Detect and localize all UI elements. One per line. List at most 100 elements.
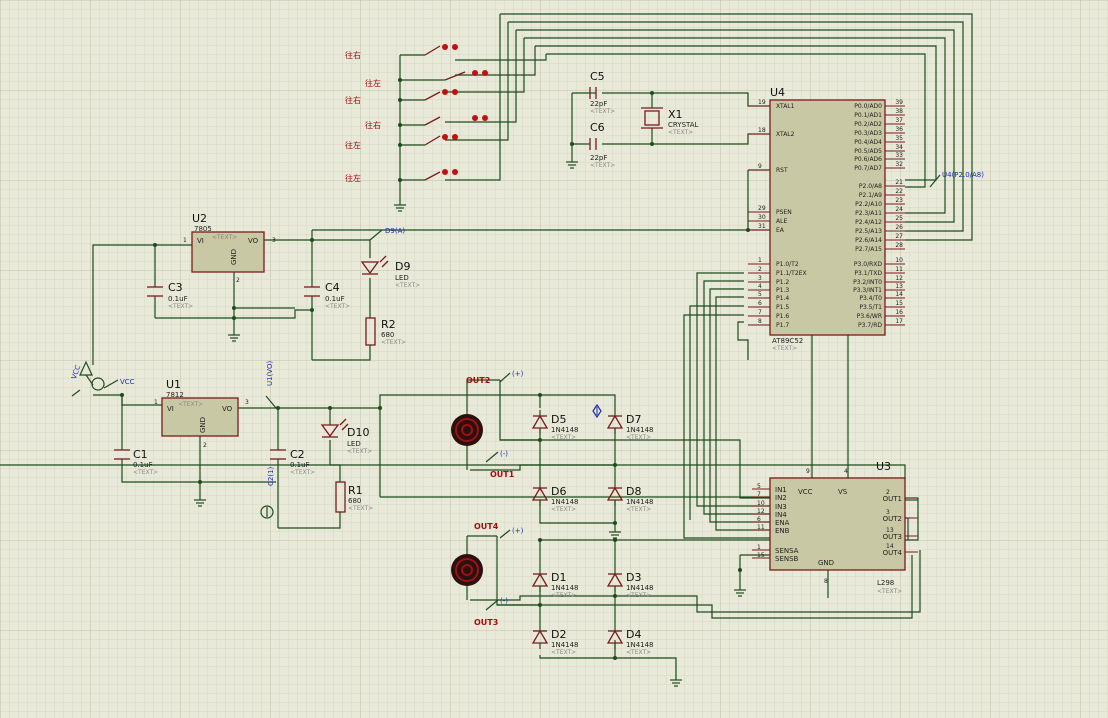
u4-pin-name: RST — [776, 167, 788, 174]
diode-ref: D5 — [551, 413, 566, 426]
u4-pin-num: 18 — [758, 127, 766, 134]
u2-part: 7805 — [194, 225, 212, 233]
u4-pin-name: P1.3 — [776, 287, 789, 294]
u4-pin-num: 6 — [758, 300, 762, 307]
u4-pin-name: P2.5/A13 — [855, 228, 882, 235]
switch-2[interactable]: 往左 — [365, 70, 488, 88]
u4-pin-num: 24 — [895, 206, 903, 213]
switch-label: 往左 — [365, 78, 381, 88]
u4-pin-num: 12 — [895, 275, 903, 282]
u3-pin-name: ENB — [775, 527, 790, 535]
x1-ref: X1 — [668, 108, 683, 121]
u3-pin-name: OUT3 — [883, 533, 902, 541]
diode-value: 1N4148 — [626, 584, 654, 592]
u3-pin-num: 7 — [757, 491, 761, 498]
x1-text: <TEXT> — [668, 129, 693, 136]
u4-pin-name: P1.6 — [776, 313, 789, 320]
diode-text: <TEXT> — [626, 649, 651, 656]
switch-5[interactable]: 往左 — [345, 134, 458, 150]
u4-pin-name: P3.0/RXD — [854, 261, 882, 268]
u4-pin-name: P1.0/T2 — [776, 261, 799, 268]
net-label-u1-vo[interactable]: U1(VO) — [265, 361, 277, 409]
u4-pin-name: P0.4/AD4 — [854, 139, 882, 146]
u3-pin-num: 11 — [757, 524, 765, 531]
switch-4[interactable]: 往右 — [365, 115, 488, 130]
u1-pin1: 1 — [154, 399, 158, 406]
capacitor-c2[interactable]: C2 0.1uF <TEXT> — [270, 448, 315, 476]
resistor-r1[interactable]: R1 680 <TEXT> — [335, 481, 373, 513]
switch-3[interactable]: 往右 — [345, 89, 458, 105]
regulator-u2[interactable]: U2 7805 <TEXT> VI VO GND 1 3 2 — [183, 212, 276, 284]
out4-label: OUT4 — [474, 522, 499, 531]
u3-pin-num: 6 — [757, 516, 761, 523]
u3-pin-num: 13 — [886, 527, 894, 534]
switch-6[interactable]: 往左 — [345, 169, 458, 183]
d10-value: LED — [347, 440, 361, 448]
capacitor-c4[interactable]: C4 0.1uF <TEXT> — [304, 281, 350, 310]
probe-marker — [592, 403, 602, 419]
u4-pin-name: P0.6/AD6 — [854, 156, 882, 163]
u4-part: AT89C52 — [772, 337, 803, 345]
switch-label: 往左 — [345, 140, 361, 150]
led-d10[interactable]: D10 LED <TEXT> — [320, 418, 372, 455]
net-label-u4-p2[interactable]: U4(P2.0/A8) — [929, 171, 984, 188]
diode-value: 1N4148 — [551, 584, 579, 592]
u4-pin-num: 2 — [758, 266, 762, 273]
led-d9[interactable]: D9 LED <TEXT> — [360, 255, 420, 289]
net-label-d9[interactable]: D9(A) — [369, 227, 405, 241]
switch-array[interactable]: 往右 往左 往右 往右 往左 往左 — [345, 44, 488, 183]
capacitor-c1[interactable]: C1 0.1uF <TEXT> — [114, 448, 158, 476]
net-label-c2[interactable]: C2(1) — [260, 466, 275, 519]
u4-pin-num: 32 — [895, 161, 903, 168]
capacitor-c3[interactable]: C3 0.1uF <TEXT> — [147, 281, 193, 310]
u3-pin-name: IN1 — [775, 486, 787, 494]
c1-text: <TEXT> — [133, 469, 158, 476]
u4-pin-name: EA — [776, 227, 785, 234]
switch-1[interactable]: 往右 — [345, 44, 458, 60]
u4-left-pins: 19XTAL118XTAL29RST29PSEN30ALE31EA1P1.0/T… — [748, 99, 807, 329]
net-d9-text: D9(A) — [385, 227, 405, 235]
crystal-x1[interactable]: X1 CRYSTAL <TEXT> — [641, 107, 699, 136]
u1-pin3: 3 — [245, 399, 249, 406]
diode-bridges: D51N4148<TEXT>D71N4148<TEXT>D61N4148<TEX… — [531, 410, 654, 656]
u3-pin-num: 2 — [886, 489, 890, 496]
u1-pin2: 2 — [203, 442, 207, 449]
c5-ref: C5 — [590, 70, 605, 83]
u3-vcc-name: VCC — [798, 488, 813, 496]
u4-pin-num: 26 — [895, 224, 903, 231]
u4-pin-num: 35 — [895, 135, 903, 142]
r2-value: 680 — [381, 331, 394, 339]
capacitor-c5[interactable]: C5 22pF <TEXT> — [589, 70, 615, 115]
c1-ref: C1 — [133, 448, 148, 461]
motor-2[interactable]: OUT4 OUT3 (+) (-) — [451, 522, 524, 627]
out1-label: OUT1 — [490, 470, 515, 479]
u1-part: 7812 — [166, 391, 184, 399]
resistor-r2[interactable]: R2 680 <TEXT> — [365, 317, 406, 346]
ground-symbol — [394, 204, 406, 212]
u4-pin-name: P3.3/INT1 — [853, 287, 882, 294]
capacitor-c6[interactable]: C6 22pF <TEXT> — [589, 121, 615, 169]
motor-1[interactable]: OUT2 OUT1 (+) (-) — [451, 370, 524, 479]
u3-pin-name: OUT4 — [883, 549, 903, 557]
u3-pin-name: IN3 — [775, 503, 787, 511]
diode-value: 1N4148 — [551, 498, 579, 506]
junctions — [120, 78, 750, 660]
u3-vcc-num: 9 — [806, 468, 810, 475]
regulator-u1[interactable]: U1 7812 <TEXT> VI VO GND 1 3 2 — [154, 378, 249, 449]
u2-vo: VO — [248, 237, 259, 245]
u3-pin-num: 15 — [757, 552, 765, 559]
u4-pin-num: 16 — [895, 309, 903, 316]
u3-pin-name: SENSA — [775, 547, 799, 555]
chip-u4[interactable]: U4 AT89C52 <TEXT> 19XTAL118XTAL29RST29PS… — [748, 86, 905, 352]
